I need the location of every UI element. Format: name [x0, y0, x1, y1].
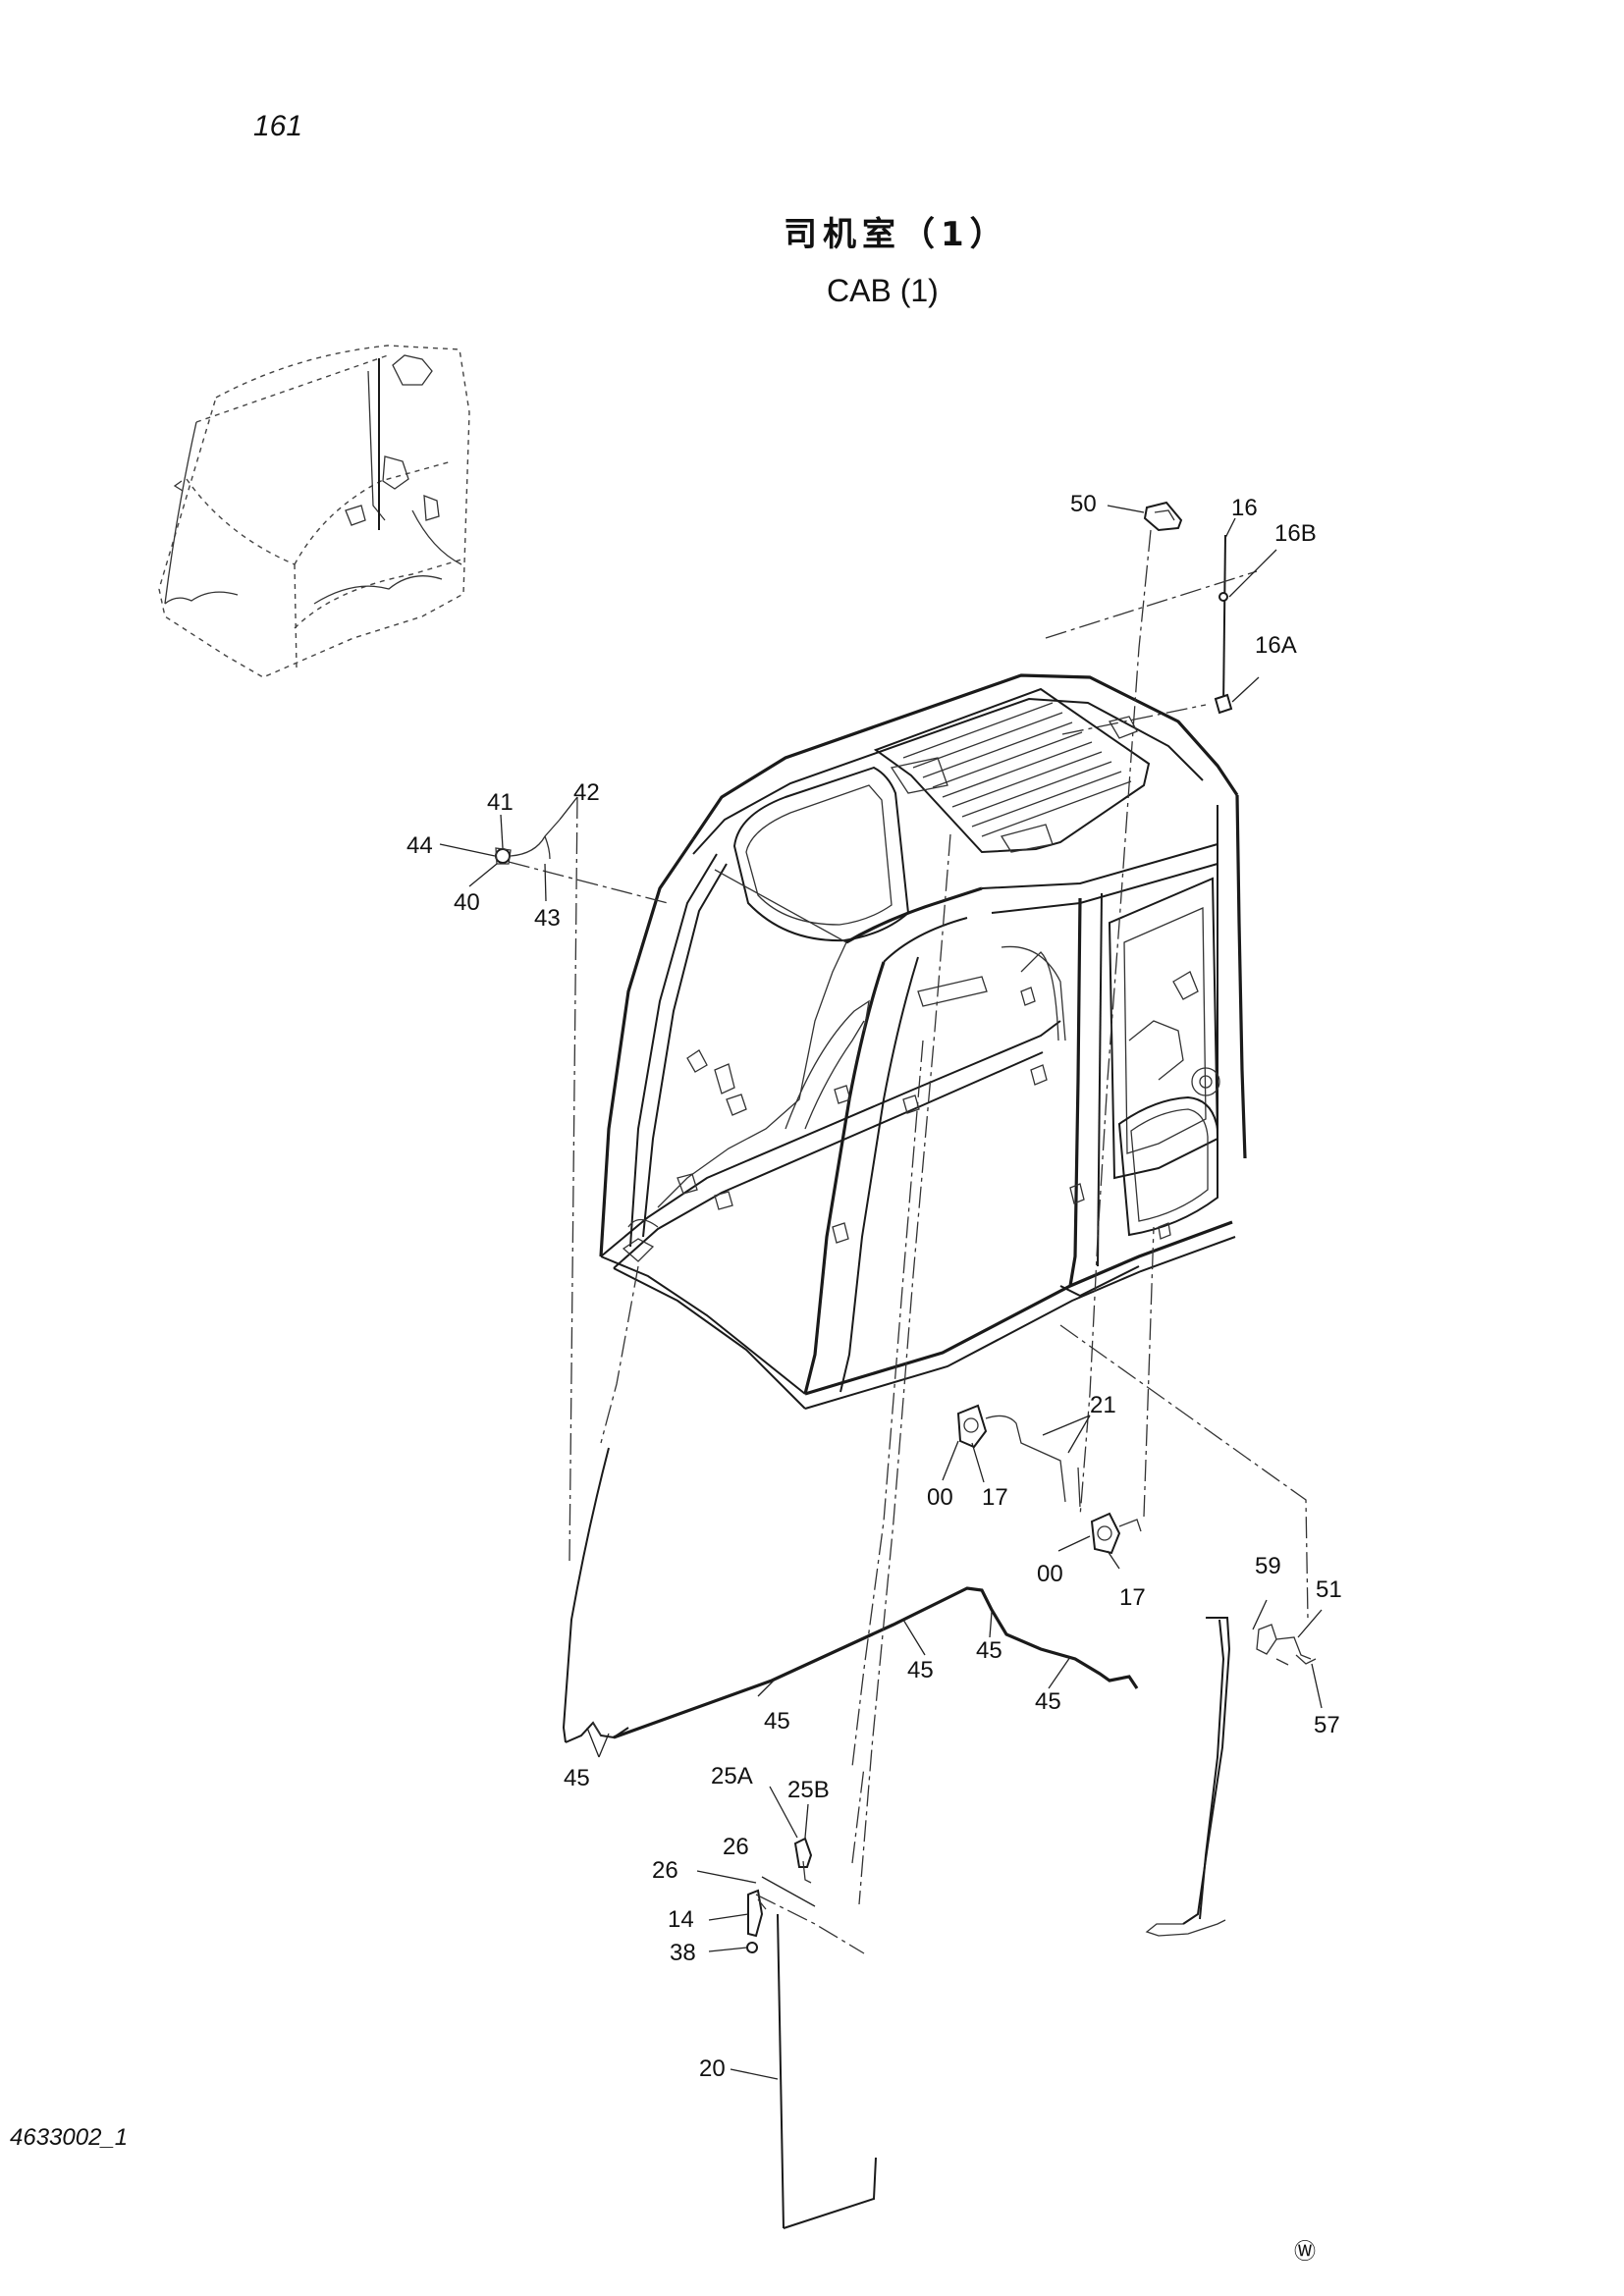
- callout-16b: 16B: [1274, 520, 1317, 547]
- bracket-parts-40-44: [495, 819, 561, 865]
- callout-38: 38: [670, 1940, 696, 1966]
- wire-cable-20: [777, 1913, 877, 2229]
- callout-45-right: 45: [1035, 1688, 1061, 1715]
- callout-16: 16: [1231, 495, 1258, 521]
- callout-59: 59: [1255, 1553, 1281, 1579]
- diagram-title-english: CAB (1): [827, 273, 939, 308]
- rubber-seal-45: [562, 1447, 1139, 1743]
- latch-parts-14-26: [746, 1837, 813, 1953]
- diagram-title-chinese: 司机室（1）: [784, 215, 1009, 254]
- callout-45-center: 45: [764, 1708, 790, 1735]
- callout-leaders: [439, 505, 1323, 2080]
- callout-50: 50: [1070, 491, 1097, 517]
- callout-26-left: 26: [652, 1857, 678, 1884]
- callout-21: 21: [1090, 1392, 1116, 1418]
- callout-45-left: 45: [564, 1765, 590, 1791]
- callout-41: 41: [487, 789, 514, 816]
- callout-20: 20: [699, 2056, 726, 2082]
- damper-rod-16: [1214, 534, 1233, 715]
- callout-14: 14: [668, 1906, 694, 1933]
- assembly-lines: [508, 529, 1309, 1954]
- drawing-number: 4633002_1: [10, 2124, 129, 2151]
- manufacturer-mark: Ⓦ: [1294, 2239, 1317, 2264]
- callout-57: 57: [1314, 1712, 1340, 1738]
- callout-17-upper: 17: [982, 1484, 1008, 1511]
- callout-17-lower: 17: [1119, 1584, 1146, 1611]
- callout-45-upper: 45: [976, 1637, 1002, 1664]
- locator-cab-illustration: [158, 345, 470, 678]
- callout-44: 44: [406, 832, 433, 859]
- page-number: 161: [253, 110, 303, 142]
- callout-45-mid: 45: [907, 1657, 934, 1683]
- callout-00-upper: 00: [927, 1484, 953, 1511]
- callout-25a: 25A: [711, 1763, 753, 1789]
- callout-43: 43: [534, 905, 561, 932]
- handrail-parts-51-59: [1145, 1617, 1317, 1937]
- callout-16a: 16A: [1255, 632, 1297, 659]
- callout-40: 40: [454, 889, 480, 916]
- callout-51: 51: [1316, 1576, 1342, 1603]
- callout-26-right: 26: [723, 1834, 749, 1860]
- callout-42: 42: [573, 779, 600, 806]
- sunroof-handle-50: [1143, 501, 1183, 532]
- callout-00-lower: 00: [1037, 1561, 1063, 1587]
- door-lock-parts-17-21: [956, 1404, 1142, 1555]
- cab-frame-illustration: [599, 673, 1247, 1410]
- callout-25b: 25B: [787, 1777, 830, 1803]
